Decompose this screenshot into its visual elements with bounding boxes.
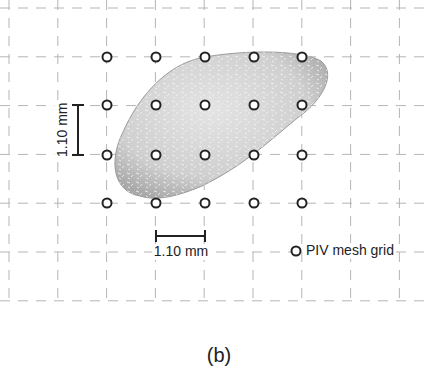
grid-line bbox=[399, 0, 400, 300]
horizontal-scale-bar bbox=[156, 230, 205, 242]
figure-caption: (b) bbox=[205, 344, 233, 366]
mesh-point bbox=[152, 53, 161, 62]
mesh-point bbox=[250, 53, 259, 62]
mesh-point bbox=[298, 101, 307, 110]
grid-line bbox=[0, 203, 425, 204]
dimension-label: 1.10 mm bbox=[152, 244, 210, 259]
piv-mesh-grid bbox=[103, 53, 307, 208]
dashed-grid bbox=[0, 0, 425, 301]
legend-sample-circle bbox=[292, 247, 301, 256]
mesh-point bbox=[298, 199, 307, 208]
mesh-point bbox=[152, 151, 161, 160]
grid-line bbox=[9, 0, 10, 300]
mesh-point bbox=[201, 53, 210, 62]
mesh-point bbox=[201, 199, 210, 208]
mesh-point bbox=[103, 151, 112, 160]
legend-text: PIV mesh grid bbox=[304, 243, 396, 258]
mesh-point bbox=[103, 101, 112, 110]
vertical-scale-bar bbox=[72, 105, 84, 155]
mesh-point bbox=[103, 53, 112, 62]
grid-line bbox=[0, 8, 425, 9]
mesh-point bbox=[298, 151, 307, 160]
mesh-point bbox=[152, 199, 161, 208]
mesh-point bbox=[250, 199, 259, 208]
mesh-point bbox=[201, 151, 210, 160]
mesh-point bbox=[250, 151, 259, 160]
mesh-point bbox=[152, 101, 161, 110]
grid-line bbox=[0, 300, 425, 301]
mesh-point bbox=[201, 101, 210, 110]
mesh-point bbox=[103, 199, 112, 208]
mesh-point bbox=[298, 53, 307, 62]
mesh-point bbox=[250, 101, 259, 110]
dimension-label: 1.10 mm bbox=[54, 101, 69, 159]
sand-grain bbox=[115, 52, 328, 198]
